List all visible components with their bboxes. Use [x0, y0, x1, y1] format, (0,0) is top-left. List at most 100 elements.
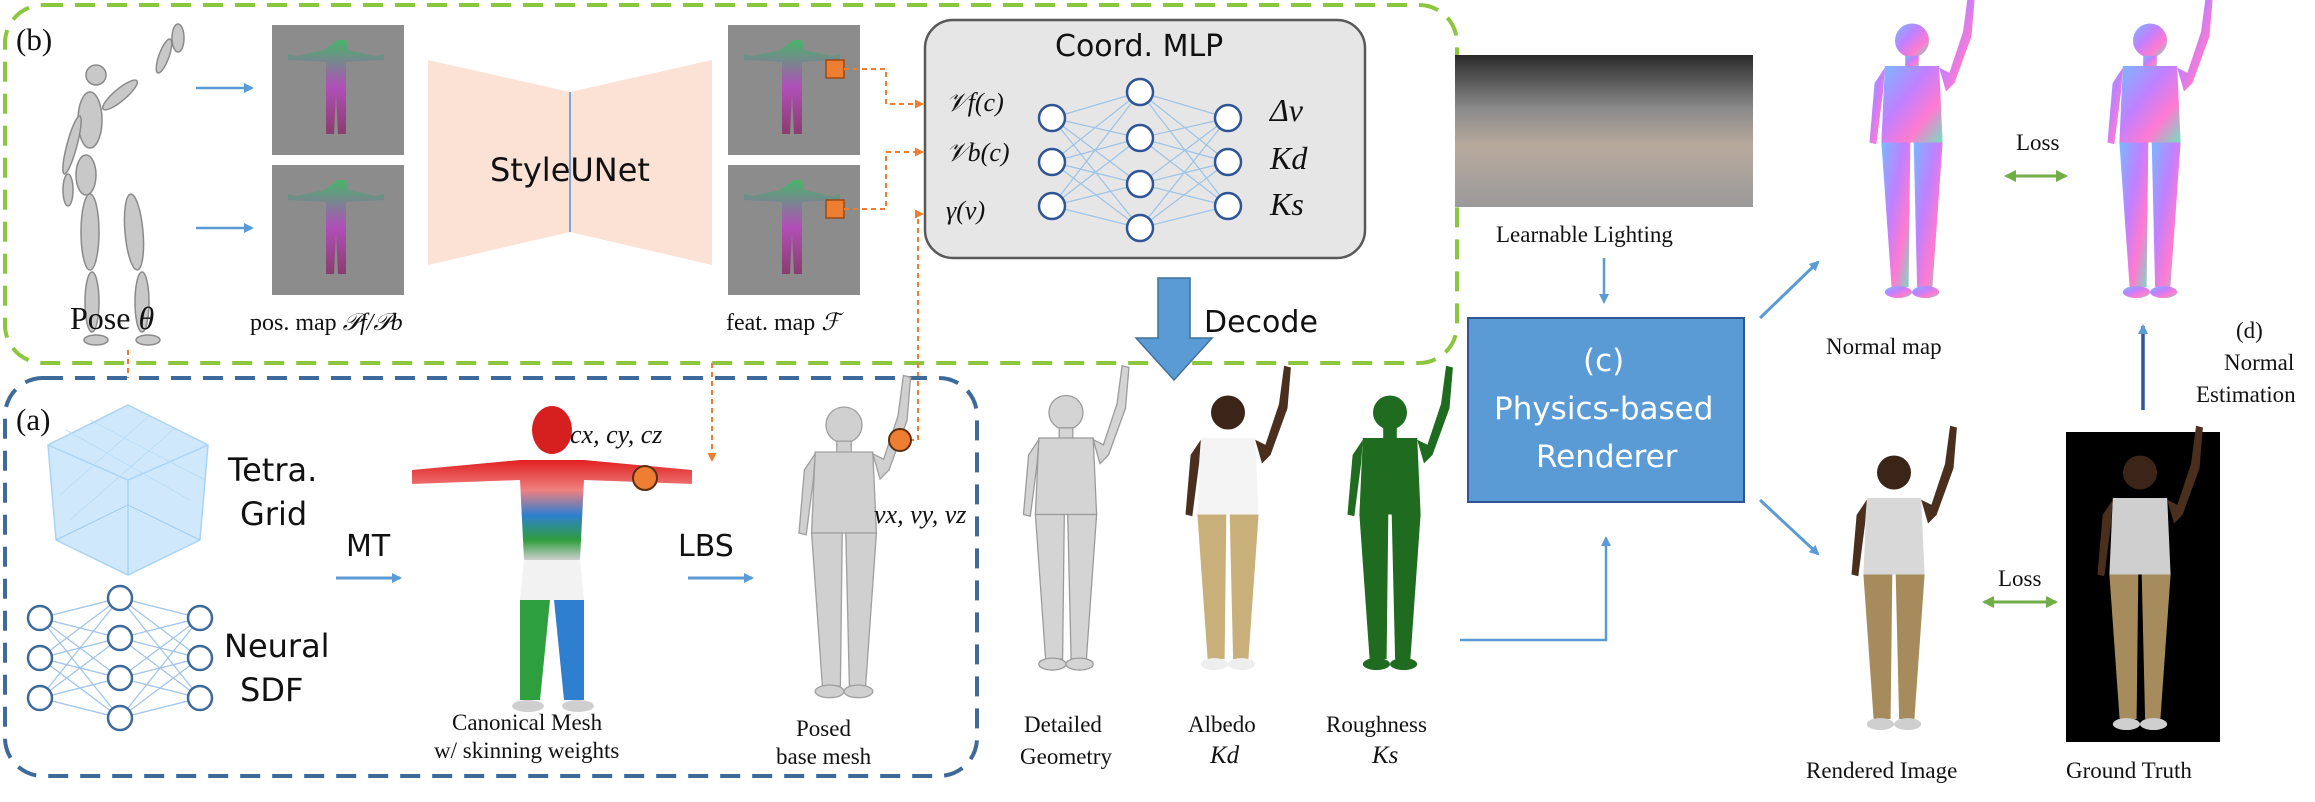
decode-arrow [1134, 277, 1214, 382]
decode-label: Decode [1204, 305, 1318, 340]
network-node [26, 644, 54, 672]
physics-renderer-box [1467, 317, 1745, 503]
network-edge [1139, 137, 1229, 163]
canonical-mesh-image [412, 406, 692, 712]
network-node [1213, 147, 1243, 177]
lbs-label: LBS [678, 529, 734, 564]
panel-b-tag: (b) [16, 22, 53, 57]
network-node [1213, 103, 1243, 133]
renderer-label-2: Renderer [1536, 439, 1678, 475]
feat-map-label: feat. map ℱ [726, 310, 841, 336]
network-edge [1139, 91, 1229, 119]
mlp-input-encoding: γ(v) [946, 196, 986, 225]
neural-sdf-network [26, 584, 214, 732]
normal-map-image [1869, 0, 1975, 299]
cxyz-label: cx, cy, cz [570, 420, 663, 449]
feat-map-back-image [728, 165, 860, 295]
styleunet-label: StyleUNet [490, 151, 650, 189]
mlp-input-back: 𝒱b(c) [946, 138, 1010, 167]
geometry-label-1: Detailed [1024, 712, 1102, 737]
network-edge [1051, 183, 1141, 207]
network-node [106, 584, 134, 612]
mt-label: MT [346, 529, 391, 564]
mlp-output-kd: Kd [1270, 140, 1308, 176]
normal-estimation-label-1: Normal [2224, 350, 2295, 375]
network-node [106, 704, 134, 732]
feat-map-front-image [728, 25, 860, 155]
panel-a-box [3, 376, 979, 778]
network-edge [1051, 137, 1141, 207]
network-node [26, 604, 54, 632]
ground-truth-image [2097, 425, 2203, 731]
network-edge [1139, 137, 1229, 207]
network-node [186, 684, 214, 712]
pos-map-front-image [272, 25, 404, 155]
network-node [186, 644, 214, 672]
canonical-mesh-label-1: Canonical Mesh [452, 710, 603, 735]
normal-estimation-tag: (d) [2236, 318, 2263, 343]
network-edge [119, 657, 201, 719]
network-node [1037, 147, 1067, 177]
panel-a-tag: (a) [16, 402, 51, 437]
network-edge [1139, 161, 1229, 229]
network-edge [1051, 161, 1141, 185]
network-node [1125, 123, 1155, 153]
network-edge [39, 697, 121, 719]
albedo-label-1: Albedo [1188, 712, 1256, 737]
albedo-image [1185, 365, 1291, 671]
pos-map-label: pos. map 𝒫f/𝒫b [250, 310, 403, 336]
network-edge [1051, 91, 1141, 119]
network-node [106, 624, 134, 652]
pos-map-back-image [272, 165, 404, 295]
pose-skeleton-image [62, 23, 185, 346]
network-edge [119, 617, 201, 719]
normal-map-label: Normal map [1826, 334, 1942, 359]
detailed-geometry-image [1022, 365, 1130, 671]
canonical-mesh-label-2: w/ skinning weights [434, 738, 620, 763]
lighting-label: Learnable Lighting [1496, 222, 1673, 247]
network-edge [1051, 117, 1141, 185]
normal-estimation-image [2107, 0, 2213, 299]
network-edge [1139, 117, 1229, 185]
network-node [1037, 103, 1067, 133]
posed-mesh-label-2: base mesh [776, 744, 872, 769]
mlp-title: Coord. MLP [1055, 29, 1224, 64]
network-edge [119, 617, 201, 679]
network-node [1213, 191, 1243, 221]
network-edge [1051, 137, 1141, 163]
mlp-output-delta-v: Δv [1270, 92, 1303, 128]
network-edge [1051, 91, 1141, 163]
roughness-label-2: Ks [1372, 742, 1399, 769]
network-edge [119, 697, 201, 719]
tetra-grid-image [47, 404, 209, 576]
network-edge [39, 597, 121, 619]
tetra-grid-label-1: Tetra. [228, 451, 318, 489]
network-edge [39, 677, 121, 699]
pose-label: Pose θ [70, 300, 155, 336]
normal-estimation-label-2: Estimation [2196, 382, 2296, 407]
roughness-label-1: Roughness [1326, 712, 1427, 737]
network-edge [1051, 117, 1141, 139]
mlp-network [1037, 77, 1243, 243]
mlp-output-ks: Ks [1270, 186, 1304, 222]
loss-top-label: Loss [2016, 130, 2060, 155]
network-node [1125, 169, 1155, 199]
rendered-image-label: Rendered Image [1806, 758, 1958, 783]
roughness-image [1347, 365, 1453, 671]
network-edge [39, 597, 121, 699]
network-node [1125, 77, 1155, 107]
network-edge [119, 597, 201, 619]
mlp-input-front: 𝒱f(c) [946, 88, 1004, 117]
network-edge [1139, 117, 1229, 139]
network-edge [1139, 117, 1229, 229]
tetra-grid-label-2: Grid [240, 495, 308, 533]
styleunet-block [428, 60, 712, 265]
network-node [26, 684, 54, 712]
network-edge [1051, 91, 1141, 207]
renderer-label-1: Physics-based [1494, 391, 1714, 427]
posed-base-mesh-image [798, 374, 912, 699]
network-edge [1139, 205, 1229, 229]
renderer-tag: (c) [1583, 343, 1625, 379]
network-edge [39, 637, 121, 699]
